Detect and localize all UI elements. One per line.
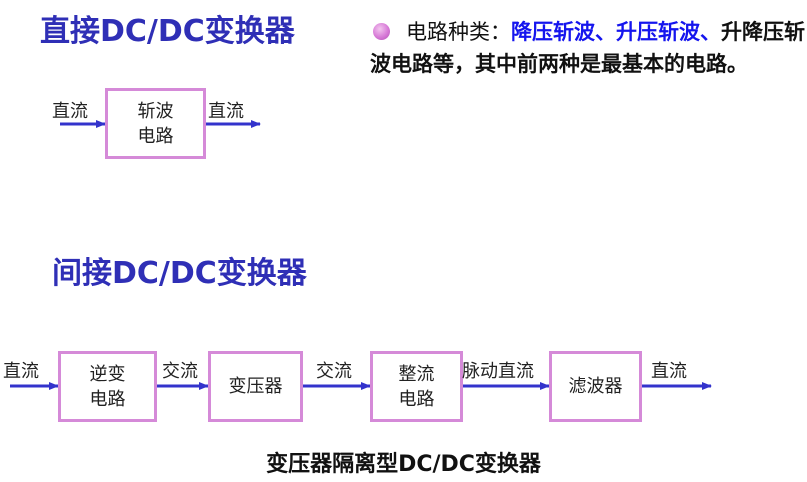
rectifier-circuit-box: 整流 电路: [370, 351, 463, 422]
ac-label-1: 交流: [162, 361, 198, 382]
types-rest: 升降压斩波电路等，其中前两种是最基本的电路。: [370, 20, 805, 76]
direct-title: 直接DC/DC变换器: [40, 14, 295, 49]
inverter-circuit-box: 逆变 电路: [58, 351, 157, 422]
ac-label-2: 交流: [316, 361, 352, 382]
direct-output-label: 直流: [208, 101, 244, 122]
direct-input-label: 直流: [52, 101, 88, 122]
indirect-title: 间接DC/DC变换器: [52, 256, 307, 291]
chopper-box-line1: 斩波: [137, 100, 174, 122]
rectifier-box-line2: 电路: [398, 388, 435, 410]
pulse-dc-label: 脉动直流: [462, 361, 534, 382]
inverter-box-line1: 逆变: [89, 363, 126, 385]
types-prefix: 电路种类：: [406, 20, 511, 44]
transformer-box-label: 变压器: [228, 376, 283, 397]
transformer-box: 变压器: [208, 351, 303, 422]
inverter-box-line2: 电路: [89, 388, 126, 410]
types-highlight: 降压斩波、升压斩波、: [511, 20, 721, 44]
bullet-dot-icon: [373, 23, 390, 40]
chopper-box-line2: 电路: [137, 125, 174, 147]
indirect-output-label: 直流: [651, 361, 687, 382]
indirect-input-label: 直流: [3, 361, 39, 382]
circuit-types-text: 电路种类：降压斩波、升压斩波、升降压斩波电路等，其中前两种是最基本的电路。: [370, 16, 806, 80]
rectifier-box-line1: 整流: [398, 363, 435, 385]
filter-box-label: 滤波器: [568, 376, 623, 397]
chopper-circuit-box: 斩波 电路: [105, 88, 206, 159]
diagram-caption: 变压器隔离型DC/DC变换器: [266, 452, 541, 477]
filter-box: 滤波器: [549, 351, 642, 422]
